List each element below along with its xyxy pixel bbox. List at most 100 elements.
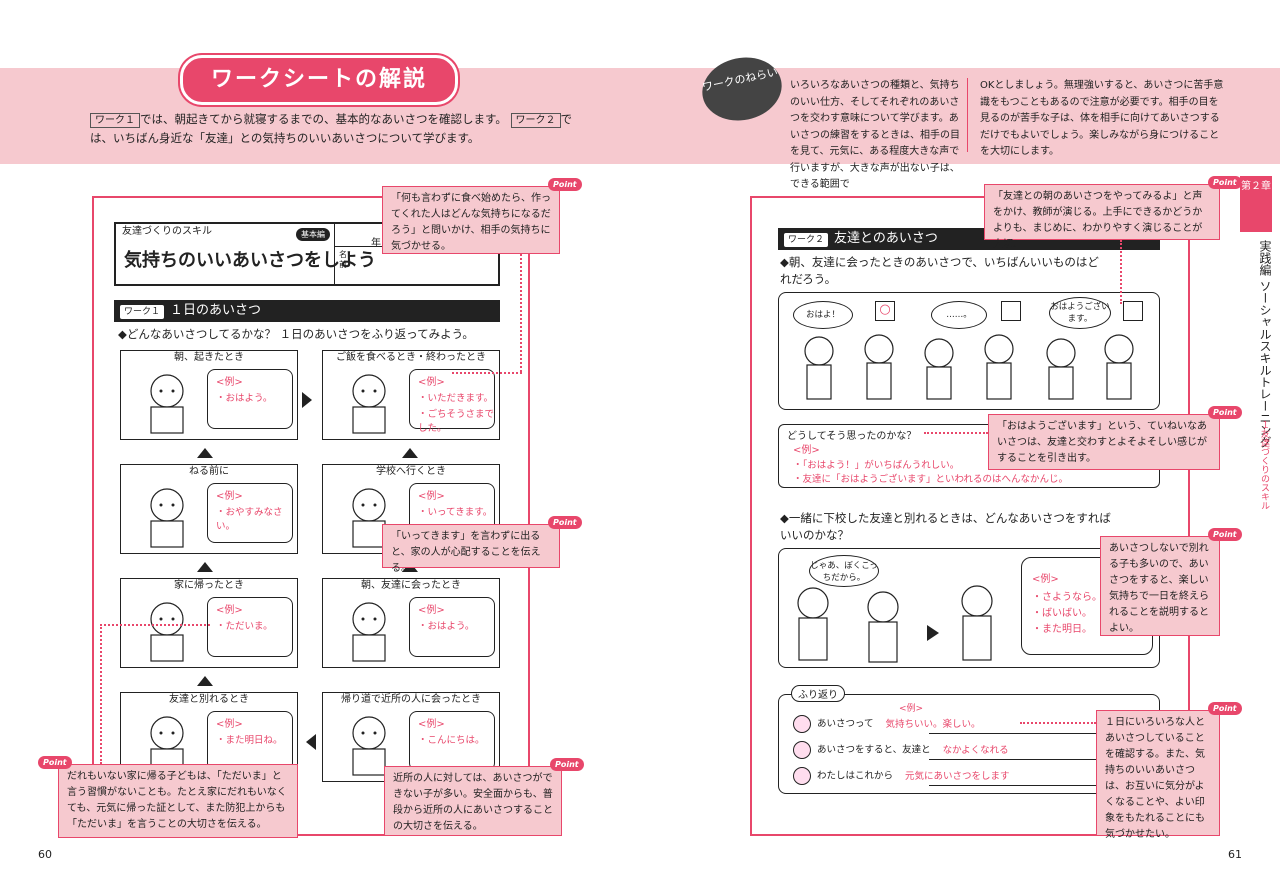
answer-bubble: <例> ・おやすみなさい。 [207,483,293,543]
point-badge: Point [38,756,72,769]
year-label: 年 [371,238,381,249]
point-badge: Point [548,516,582,529]
check-box-1[interactable]: ○ [875,301,895,321]
children-illustration [804,334,1134,400]
level-badge: 基本編 [296,228,330,241]
example-label: <例> [418,605,445,616]
panel-title: ご飯を食べるとき・終わったとき [336,352,486,363]
name-label: 名前 [339,250,347,269]
reflection-example: <例> [899,704,924,714]
answer-text: ・おはよう。 [216,393,273,404]
panel-title: 学校へ行くとき [376,466,446,477]
answer-text: ・また明日ね。 [216,735,283,746]
panel-title: 家に帰ったとき [174,580,244,591]
reflection-row-1: あいさつって気持ちいい。楽しい。 [793,715,981,733]
work2-tag: ワーク２ [510,113,561,128]
note-polite: 「おはようございます」という、ていねいなあいさつは、友達と交わすとよそよそしい感… [988,414,1220,470]
answer-bubble: <例>・おはよう。 [409,597,495,657]
work1-question: ◆どんなあいさつしてるかな？ １日のあいさつをふり返ってみよう。 [118,327,474,341]
parting-example: <例> [1032,574,1059,585]
reflection-row-2: あいさつをすると、友達となかよくなれる [793,741,1009,759]
note-demo: 「友達との朝のあいさつをやってみるよ」と声をかけ、教師が演じる。上手にできるかど… [984,184,1220,250]
panel-title: 帰り道で近所の人に会ったとき [341,694,481,705]
face-icon [793,715,811,733]
column-divider [967,78,968,152]
answer-line [929,785,1149,786]
check-box-2[interactable] [1001,301,1021,321]
reflection-label-2: あいさつをすると、友達と [817,744,931,756]
work2-question-2: ◆一緒に下校した友達と別れるときは、どんなあいさつをすればいいのかな？ [780,511,1111,542]
panel-6: 朝、友達に会ったとき<例>・おはよう。 [322,578,500,668]
worksheet-title: 気持ちのいいあいさつをしよう [124,250,376,271]
panel-title: ねる前に [189,466,229,477]
note-go: 「いってきます」を言わずに出ると、家の人が心配することを伝える。 [382,524,560,574]
arrow-right-1 [302,392,312,408]
panel-1: 朝、起きたとき <例> ・おはよう。 [120,350,298,440]
reflection-label-1: あいさつって [817,718,874,730]
panel-title: 朝、起きたとき [174,352,244,363]
answer-line [929,733,1149,734]
example-label: <例> [216,491,243,502]
work1-bar-tag: ワーク１ [120,305,165,319]
arrow-up-1 [197,448,213,458]
work2-title: 友達とのあいさつ [834,231,938,246]
reflection-answer-2: なかよくなれる [942,744,1009,756]
reflection-answer-1: 気持ちいい。楽しい。 [885,718,981,730]
left-frame [92,196,530,836]
note-parting: あいさつしないで別れる子も多いので、あいさつをすると、楽しい気持ちで一日を終えら… [1100,536,1220,636]
reason-example: <例> [793,445,820,456]
work1-title: １日のあいさつ [170,303,262,318]
example-label: <例> [216,377,243,388]
work2-question-1: ◆朝、友達に会ったときのあいさつで、いちばんいいものはどれだろう。 [780,255,1099,286]
leader-line [924,432,988,434]
reflection-answer-3: 元気にあいさつをします [905,770,1010,782]
child-illustration [352,374,386,434]
note-neighbor: 近所の人に対しては、あいさつができない子が多い。安全面からも、普段から近所の人に… [384,766,562,836]
answer-bubble: <例>・ただいま。 [207,597,293,657]
leader-line [520,254,522,372]
chapter-tab: 第２章 [1240,176,1272,232]
child-illustration [352,488,386,548]
arrow-up-3 [197,562,213,572]
point-badge: Point [548,178,582,191]
reflection-label-3: わたしはこれから [817,770,894,782]
answer-text: ・いただきます。 [418,393,494,404]
arrow-up-5 [197,676,213,686]
answer-text: ・おやすみなさい。 [216,507,283,532]
point-badge: Point [550,758,584,771]
child-illustration [150,488,184,548]
answer-bubble: <例>・いただきます。・ごちそうさまでした。 [409,369,495,434]
check-box-3[interactable] [1123,301,1143,321]
speech-bubble-1: おはよ！ [793,301,853,329]
point-badge: Point [1208,528,1242,541]
work1-tag: ワーク１ [90,113,140,128]
side-subtitle: １友達づくりのスキル [1259,420,1269,510]
page-number-left: 60 [38,848,52,861]
reflection-row-3: わたしはこれから元気にあいさつをします [793,767,1010,785]
answer-text: ・いってきます。 [418,507,493,518]
note-reflection: １日にいろいろな人とあいさつしていることを確認する。また、気持ちのいいあいさつは… [1096,710,1220,840]
answer-text-2: ・ごちそうさまでした。 [418,409,495,434]
note-meal: 「何も言わずに食べ始めたら、作ってくれた人はどんな気持ちになるだろう」と問いかけ… [382,186,560,254]
page-number-right: 61 [1228,848,1242,861]
arrow-up-2 [402,448,418,458]
point-badge: Point [1208,176,1242,189]
child-illustration [352,716,386,776]
work1-bar: ワーク１ １日のあいさつ [114,300,500,322]
reason-question: どうしてそう思ったのかな？ [787,431,917,442]
leader-line [1120,240,1122,304]
leader-line [100,624,102,764]
leader-line [100,624,210,626]
intro-text-2: では、いちばん身近な「友達」との気持ちのいいあいさつについて学びます。 [90,112,573,145]
example-label: <例> [216,605,243,616]
face-icon [793,767,811,785]
leader-line [1020,722,1096,724]
greeting-choices: おはよ！ ○ ……。 おはようございます。 [778,292,1160,410]
note-home: だれもいない家に帰る子どもは、「ただいま」と言う習慣がないことも。たとえ家にだれ… [58,764,298,838]
aim-column-1: いろいろなあいさつの種類と、気持ちのいい仕方、そしてそれぞれのあいさつを交わす意… [790,80,960,190]
answer-bubble: <例> ・おはよう。 [207,369,293,429]
panel-title: 友達と別れるとき [169,694,249,705]
answer-bubble: <例>・こんにちは。 [409,711,495,771]
page-title: ワークシートの解説 [180,55,458,105]
